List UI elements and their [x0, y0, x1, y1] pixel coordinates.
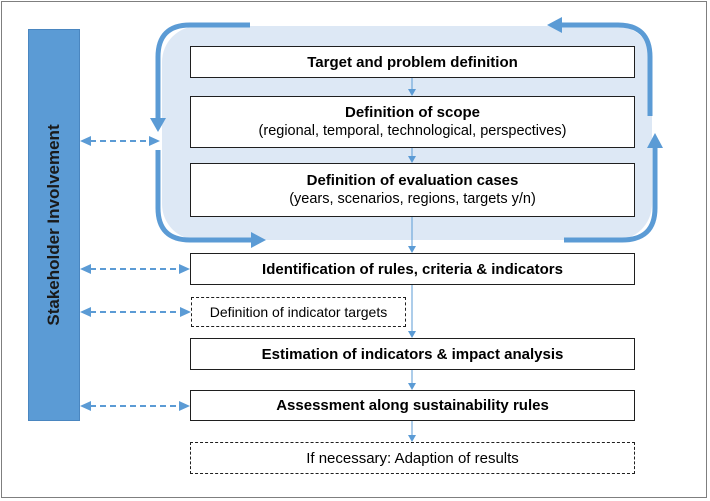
flow-connector-2-head	[408, 156, 416, 163]
step-adaption-title: If necessary: Adaption of results	[306, 449, 519, 467]
loop-arrow-top-left	[155, 22, 250, 118]
step-definition-of-scope: Definition of scope (regional, temporal,…	[190, 96, 635, 148]
step-assessment: Assessment along sustainability rules	[190, 390, 635, 421]
loop-arrow-bottom-right-head	[647, 133, 663, 148]
step-cases-title: Definition of evaluation cases	[306, 172, 519, 189]
step-evaluation-cases: Definition of evaluation cases (years, s…	[190, 163, 635, 217]
stakeholder-involvement-bar	[28, 29, 80, 421]
flow-connector-6-head	[408, 435, 416, 442]
step-scope-title: Definition of scope	[345, 104, 480, 121]
step-estimation-title: Estimation of indicators & impact analys…	[261, 345, 564, 363]
step-target-title: Target and problem definition	[307, 53, 518, 71]
step-indicator-targets-title: Definition of indicator targets	[209, 304, 388, 320]
loop-arrow-bottom-left	[155, 150, 251, 243]
step-scope-subtitle: (regional, temporal, technological, pers…	[258, 123, 567, 139]
step-target-problem-definition: Target and problem definition	[190, 46, 635, 78]
loop-arrow-bottom-right	[564, 148, 658, 243]
loop-arrow-bottom-left-head	[251, 232, 266, 248]
step-rules-title: Identification of rules, criteria & indi…	[262, 260, 563, 278]
step-estimation-of-indicators: Estimation of indicators & impact analys…	[190, 338, 635, 370]
step-identification-of-rules: Identification of rules, criteria & indi…	[190, 253, 635, 285]
loop-arrow-top-left-head	[150, 118, 166, 132]
flow-connector-3-head	[408, 246, 416, 253]
step-indicator-targets: Definition of indicator targets	[191, 297, 406, 327]
flow-connector-4-head	[408, 331, 416, 338]
loop-arrow-top-right	[562, 22, 653, 116]
step-assessment-title: Assessment along sustainability rules	[276, 397, 549, 414]
step-cases-subtitle: (years, scenarios, regions, targets y/n)	[289, 191, 536, 207]
step-adaption-of-results: If necessary: Adaption of results	[190, 442, 635, 474]
flow-connector-5-head	[408, 383, 416, 390]
flow-connector-1-head	[408, 89, 416, 96]
loop-arrow-top-right-head	[547, 17, 562, 33]
